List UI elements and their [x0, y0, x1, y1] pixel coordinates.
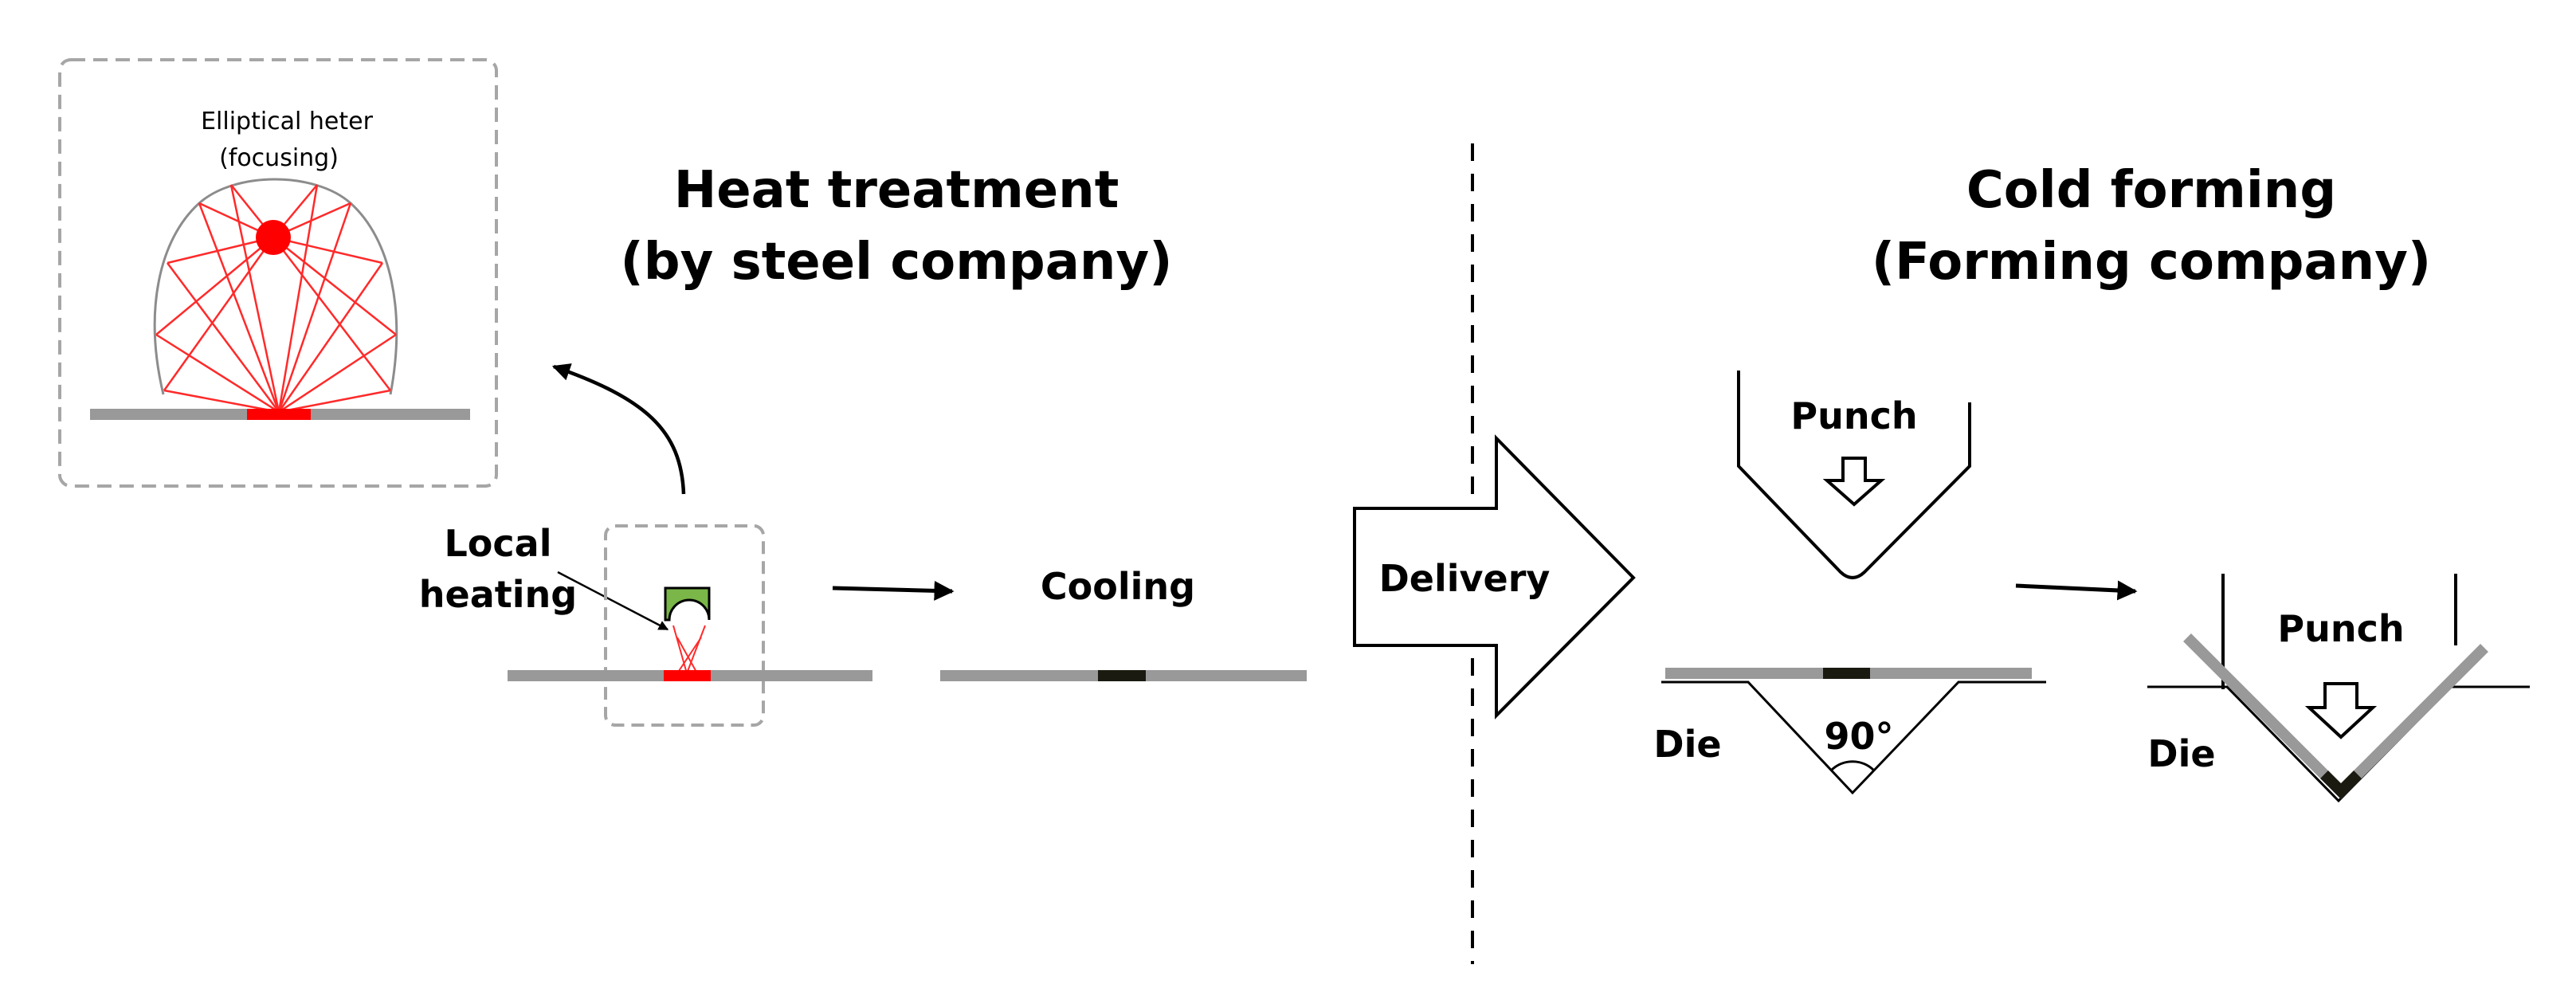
- die-before-label: Die: [1653, 723, 1721, 766]
- delivery-arrow-shape: [1353, 434, 1636, 720]
- die-after-label: Die: [2147, 732, 2215, 775]
- local-heating-step: Local heating: [419, 522, 872, 727]
- local-heating-pointer: [557, 571, 669, 631]
- elliptical-reflector: [153, 178, 398, 395]
- punch-after-down-arrow: [2304, 682, 2378, 739]
- cold-forming-title-line2: (Forming company): [1872, 233, 2431, 292]
- local-heating-rays: [672, 625, 706, 674]
- heater-focus-lamp: [256, 220, 291, 255]
- punch-before-outline: [1737, 371, 1971, 579]
- cold-forming-title-line1: Cold forming: [1966, 161, 2336, 220]
- before-to-after-arrow: [2015, 580, 2138, 601]
- elliptical-heater-inset: Elliptical heter (focusing): [58, 58, 498, 488]
- bent-hardened-corner: [2320, 771, 2362, 799]
- die-after-outline: [2147, 685, 2530, 803]
- punch-before-down-arrow: [1822, 457, 1886, 507]
- punch-after-label: Punch: [2277, 607, 2404, 650]
- reflected-rays: [155, 184, 397, 414]
- delivery-label: Delivery: [1379, 557, 1551, 600]
- die-before-outline: [1661, 680, 2046, 795]
- inset-label-line2: (focusing): [219, 144, 339, 172]
- inset-dashed-frame: [58, 58, 498, 488]
- inset-label-line1: Elliptical heter: [201, 108, 374, 135]
- punch-before-label: Punch: [1790, 394, 1917, 437]
- local-heating-label-line2: heating: [419, 573, 577, 616]
- local-heating-label-line1: Local: [445, 522, 552, 565]
- local-heating-dashed-frame: [604, 524, 765, 727]
- heat-treatment-title-line1: Heat treatment: [674, 161, 1119, 220]
- forming-after-bending: Punch Die: [2147, 574, 2530, 803]
- heater-body: [664, 586, 711, 622]
- heating-to-cooling-arrow: [832, 580, 955, 601]
- cooling-step: Cooling: [940, 565, 1307, 681]
- cooling-label: Cooling: [1041, 565, 1195, 608]
- forming-before-bending: Punch 90° Die: [1653, 371, 2046, 795]
- delivery-arrow: Delivery: [1353, 434, 1636, 720]
- zoom-arrow: [551, 363, 686, 495]
- angle-label: 90°: [1824, 715, 1893, 758]
- heat-treatment-title-line2: (by steel company): [621, 233, 1173, 292]
- angle-arc: [1829, 760, 1876, 772]
